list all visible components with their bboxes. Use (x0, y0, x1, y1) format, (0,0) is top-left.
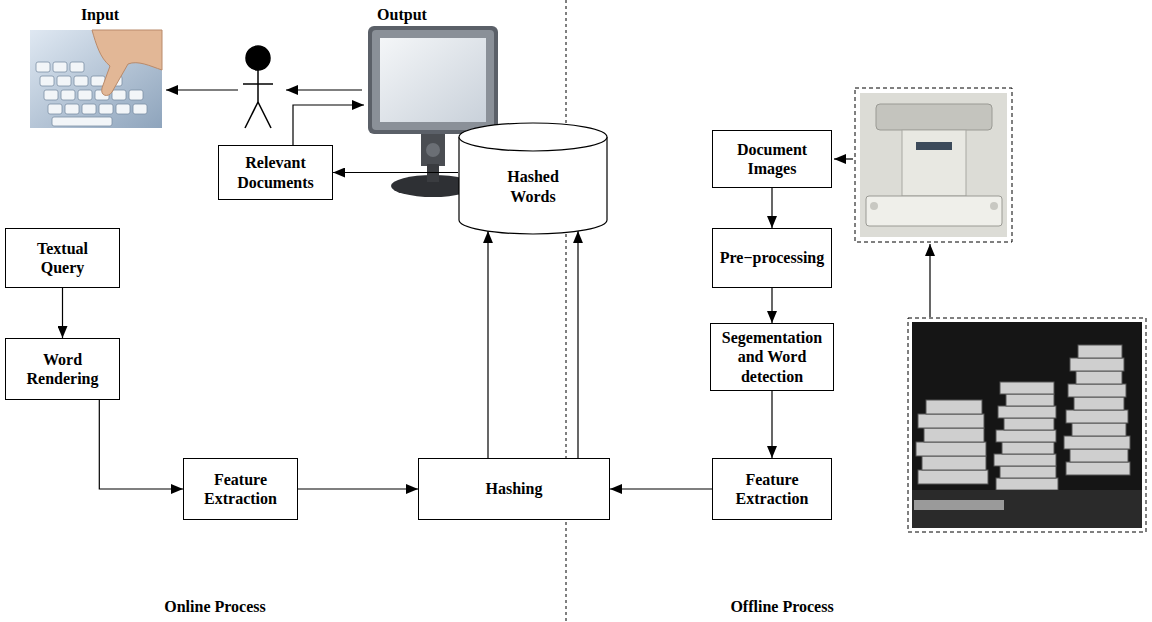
process-box: Document Images (712, 130, 832, 188)
flow-arrow (298, 488, 418, 489)
process-box: Segementation and Word detection (710, 323, 834, 391)
flow-arrow (286, 89, 362, 90)
process-box: Feature Extraction (712, 458, 832, 520)
keyboard-photo (30, 30, 162, 128)
process-box: Pre−processing (712, 228, 832, 288)
section-label: Input (81, 5, 119, 24)
flow-arrow (577, 231, 578, 458)
node-text: Relevant Documents (229, 153, 322, 191)
flow-arrow (834, 158, 853, 159)
flow-arrow (99, 400, 183, 489)
flow-arrow (62, 288, 63, 338)
node-text: Feature Extraction (723, 470, 821, 508)
flow-arrow (333, 172, 458, 173)
process-box: Feature Extraction (183, 458, 298, 520)
books-photo (908, 318, 1146, 532)
section-label: Online Process (164, 597, 265, 616)
flow-arrow (771, 188, 772, 228)
flow-arrow (929, 244, 930, 317)
flow-arrow (610, 488, 712, 489)
node-text: Feature Extraction (194, 470, 287, 508)
user-figure (243, 46, 273, 128)
node-text: Hashed Words (493, 167, 573, 205)
flow-arrow (293, 105, 364, 145)
process-box: Word Rendering (5, 338, 120, 400)
flow-arrow (771, 391, 772, 458)
node-text: Pre−processing (717, 248, 827, 267)
node-text: Hashing (429, 479, 599, 498)
node-text: Word Rendering (20, 350, 105, 388)
process-box: Textual Query (5, 228, 120, 288)
section-label: Output (377, 5, 427, 24)
node-text: Document Images (727, 140, 817, 178)
node-text: Textual Query (20, 239, 105, 277)
flow-arrow (771, 288, 772, 323)
section-label: Offline Process (730, 597, 833, 616)
process-box: Hashing (418, 458, 610, 520)
flow-arrow (487, 231, 488, 458)
node-text: Segementation and Word detection (715, 328, 829, 386)
flow-arrow (166, 89, 238, 90)
process-box: Relevant Documents (218, 145, 333, 200)
database-cylinder: Hashed Words (458, 122, 608, 235)
divider-line (566, 0, 567, 622)
scanner-photo (855, 88, 1012, 242)
